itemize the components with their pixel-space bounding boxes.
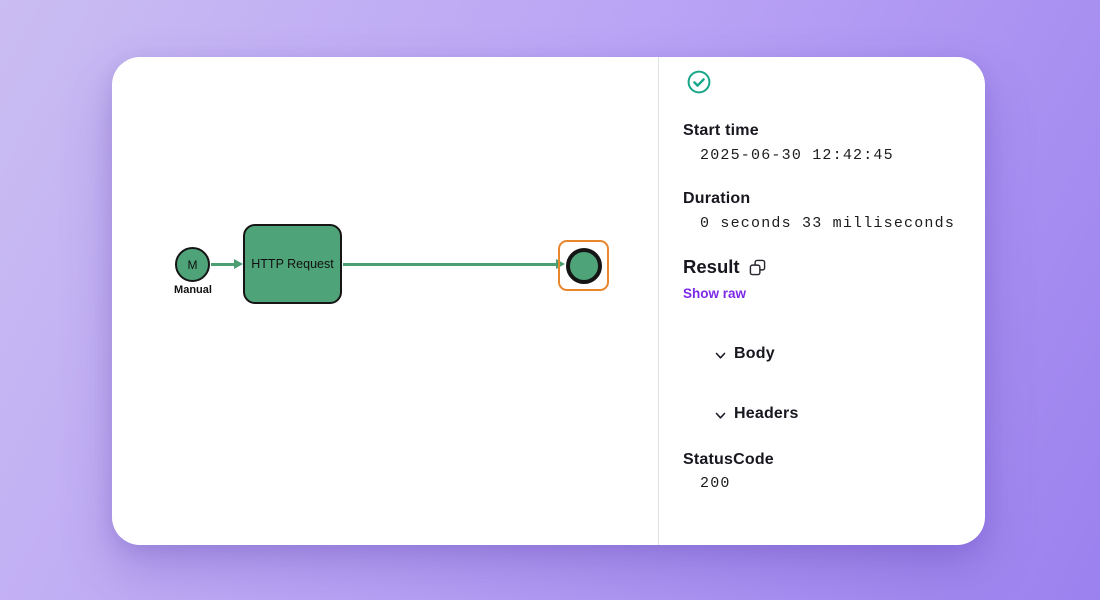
copy-icon[interactable] — [749, 259, 766, 276]
headers-section-label: Headers — [734, 405, 799, 422]
duration-label: Duration — [683, 190, 751, 207]
http-request-node[interactable]: HTTP Request — [243, 224, 342, 304]
manual-trigger-node[interactable]: M — [175, 247, 210, 282]
end-node[interactable] — [565, 247, 602, 284]
body-section-toggle[interactable]: Body — [714, 345, 775, 363]
start-time-label: Start time — [683, 122, 759, 139]
manual-trigger-letter: M — [187, 257, 198, 272]
start-time-value: 2025-06-30 12:42:45 — [700, 147, 894, 164]
execution-result-card: M Manual HTTP Request Start time — [112, 57, 985, 545]
flow-diagram-pane: M Manual HTTP Request — [112, 57, 659, 545]
check-circle-icon — [687, 70, 711, 94]
show-raw-link[interactable]: Show raw — [683, 286, 747, 301]
chevron-down-icon — [714, 349, 727, 362]
body-section-label: Body — [734, 345, 775, 362]
arrowhead-icon — [234, 259, 243, 269]
manual-trigger-label: Manual — [174, 284, 212, 296]
status-code-value: 200 — [700, 475, 731, 492]
result-header-row: Result — [683, 256, 766, 278]
end-node-selection-outline — [558, 240, 609, 291]
execution-details-pane: Start time 2025-06-30 12:42:45 Duration … — [659, 57, 985, 545]
edge-task-to-end — [343, 263, 556, 266]
chevron-down-icon — [714, 409, 727, 422]
result-label: Result — [683, 256, 740, 277]
arrowhead-icon — [556, 259, 565, 269]
http-request-node-label: HTTP Request — [251, 257, 334, 271]
status-code-label: StatusCode — [683, 451, 774, 468]
edge-trigger-to-task — [211, 263, 234, 266]
headers-section-toggle[interactable]: Headers — [714, 405, 799, 423]
duration-value: 0 seconds 33 milliseconds — [700, 215, 956, 232]
